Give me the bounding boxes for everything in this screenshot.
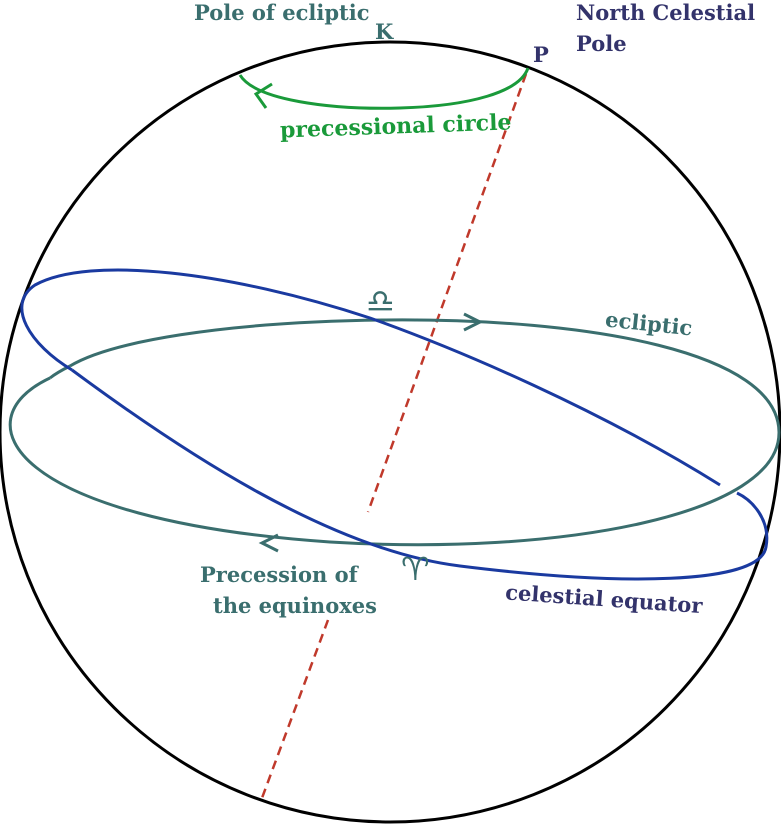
- ecliptic-arrow-icon: [463, 312, 484, 332]
- k-label: K: [375, 19, 394, 44]
- celestial-equator-back: [20, 268, 721, 487]
- aries-symbol: ♈: [401, 550, 430, 588]
- celestial-equator-label: celestial equator: [504, 579, 704, 618]
- axis-upper: [366, 73, 528, 513]
- precession-arrow-icon: [258, 533, 279, 553]
- north-celestial-pole-label-line2: Pole: [576, 31, 627, 56]
- precessional-arrow-icon: [253, 82, 273, 109]
- libra-symbol: ♎: [366, 282, 395, 320]
- celestial-equator-front: [71, 368, 769, 581]
- p-label: P: [533, 42, 549, 67]
- precessional-circle-label: precessional circle: [280, 109, 512, 143]
- precession-label-line2: the equinoxes: [213, 593, 377, 618]
- axis-lower: [260, 619, 330, 799]
- pole-of-ecliptic-label: Pole of ecliptic: [194, 0, 370, 25]
- ecliptic-circle: [8, 318, 781, 547]
- precession-label-line1: Precession of: [200, 562, 360, 587]
- precessional-circle-arc: [238, 67, 530, 110]
- north-celestial-pole-label-line1: North Celestial: [576, 0, 755, 25]
- celestial-sphere: [0, 40, 781, 824]
